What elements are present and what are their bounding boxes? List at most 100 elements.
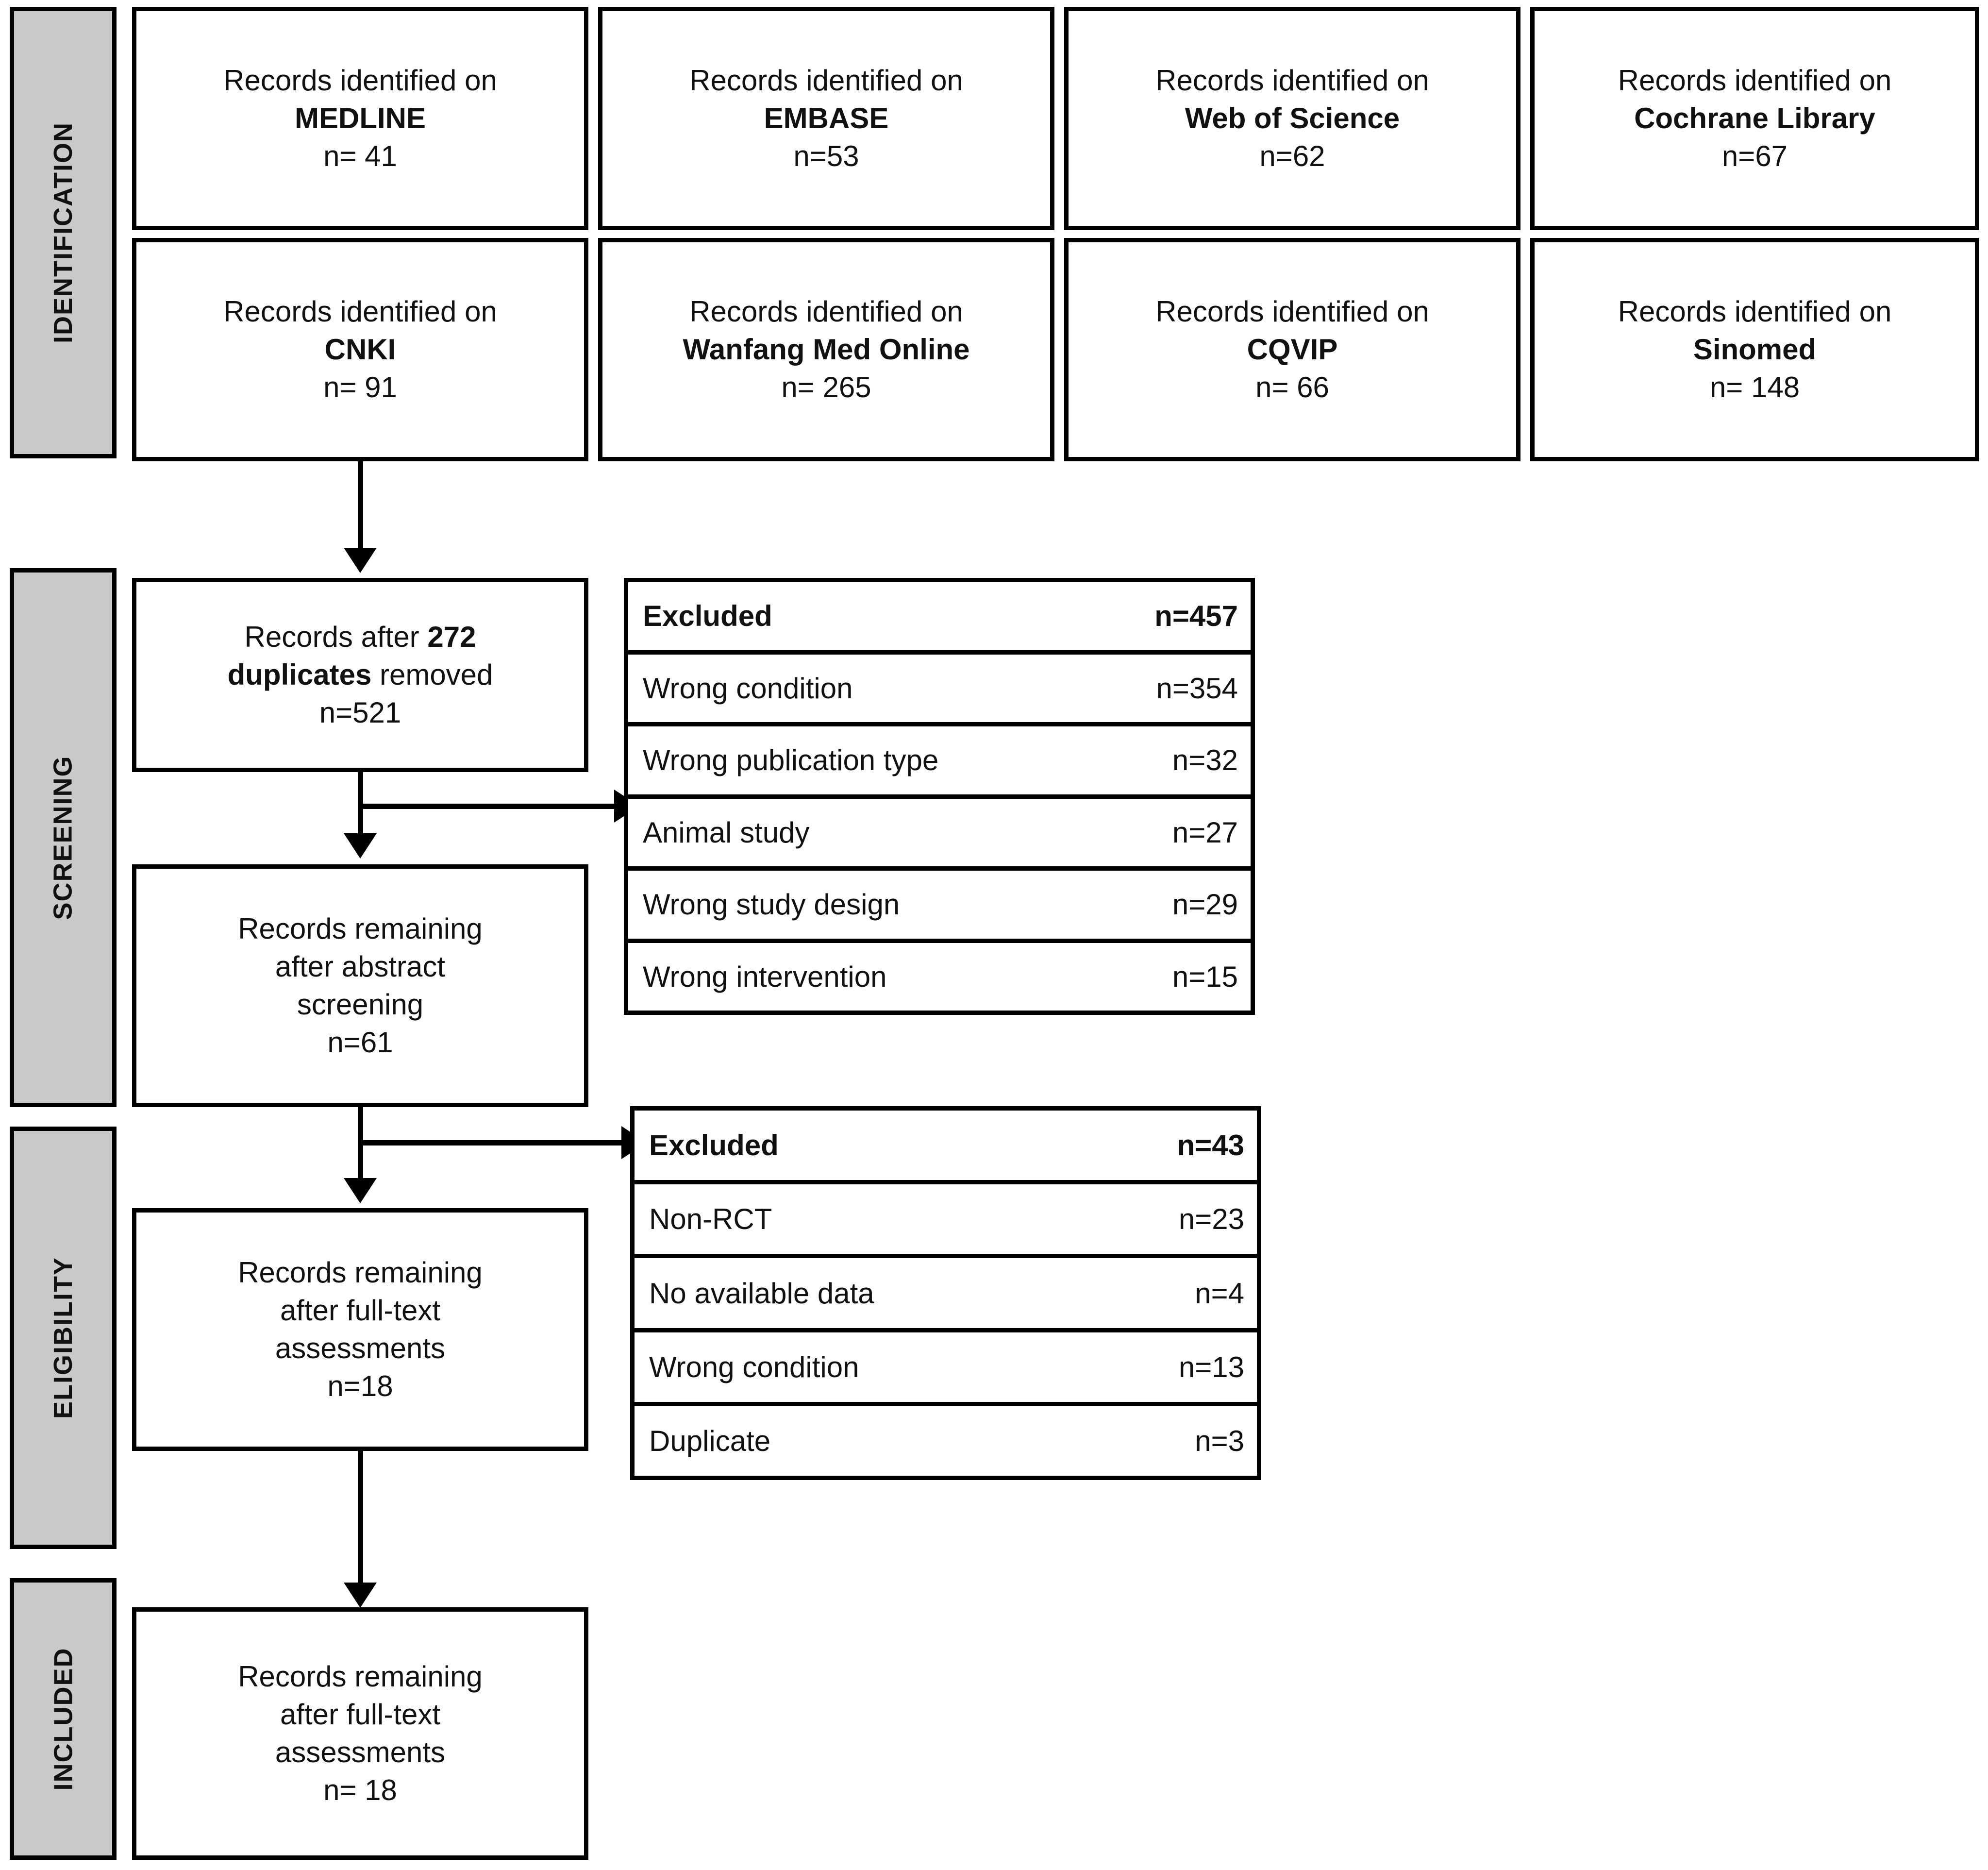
source-box-text: Records identified on Wanfang Med Online… [683, 293, 969, 406]
source-box-text: Records identified on CNKI n= 91 [223, 293, 497, 406]
abstract-screening-box-text: Records remaining after abstract screeni… [238, 910, 483, 1061]
stage-label-identification: IDENTIFICATION [49, 122, 78, 343]
source-database: CQVIP [1247, 333, 1338, 366]
source-box-cqvip: Records identified on CQVIP n= 66 [1064, 238, 1520, 461]
arrow-abstract-to-fulltext [344, 1178, 377, 1203]
included-line2: after full-text [280, 1698, 441, 1731]
source-count: n= 265 [781, 371, 871, 404]
table-row: Duplicate n=3 [635, 1406, 1257, 1476]
stage-label-included: INCLUDED [49, 1647, 78, 1791]
source-count: n= 66 [1255, 371, 1329, 404]
included-final-box: Records remaining after full-text assess… [132, 1607, 588, 1860]
source-database: CNKI [324, 333, 396, 366]
excluded-reason-count: n=4 [1195, 1277, 1244, 1310]
source-box-medline: Records identified on MEDLINE n= 41 [132, 7, 588, 230]
source-prefix: Records identified on [1618, 64, 1892, 97]
excluded-reason-count: n=354 [1156, 672, 1238, 705]
abstract-screening-box: Records remaining after abstract screeni… [132, 864, 588, 1107]
source-box-text: Records identified on Web of Science n=6… [1155, 62, 1429, 175]
excluded-table-eligibility: Excluded n=43 Non-RCT n=23 No available … [630, 1106, 1261, 1480]
excluded-reason-count: n=29 [1172, 888, 1238, 921]
table-row: Wrong intervention n=15 [628, 943, 1251, 1011]
source-box-text: Records identified on Sinomed n= 148 [1618, 293, 1892, 406]
source-box-sinomed: Records identified on Sinomed n= 148 [1530, 238, 1979, 461]
excluded-reason-count: n=13 [1178, 1350, 1244, 1383]
source-prefix: Records identified on [689, 64, 963, 97]
excluded-header-count: n=43 [1177, 1129, 1244, 1162]
included-line1: Records remaining [238, 1660, 483, 1693]
excluded-table-header-row: Excluded n=457 [628, 582, 1251, 655]
source-box-wanfang-med-online: Records identified on Wanfang Med Online… [598, 238, 1054, 461]
dedup-line2-rest: removed [371, 658, 493, 691]
source-prefix: Records identified on [1155, 295, 1429, 328]
excluded-reason-count: n=3 [1195, 1424, 1244, 1457]
excluded-header-label: Excluded [643, 600, 772, 633]
source-box-web-of-science: Records identified on Web of Science n=6… [1064, 7, 1520, 230]
source-prefix: Records identified on [223, 295, 497, 328]
source-database: EMBASE [764, 102, 889, 135]
fulltext-line3: assessments [275, 1332, 446, 1365]
excluded-reason-count: n=23 [1178, 1203, 1244, 1236]
included-line3: assessments [275, 1736, 446, 1769]
connector-abstract-to-excluded-table [360, 1140, 625, 1146]
stage-label-eligibility: ELIGIBILITY [49, 1256, 78, 1419]
fulltext-line2: after full-text [280, 1294, 441, 1327]
excluded-reason-label: Wrong study design [643, 888, 900, 921]
source-count: n= 91 [323, 371, 397, 404]
connector-fulltext-to-included [358, 1451, 363, 1584]
stage-bar-identification: IDENTIFICATION [10, 7, 117, 458]
table-row: Animal study n=27 [628, 799, 1251, 871]
source-prefix: Records identified on [1155, 64, 1429, 97]
excluded-reason-label: Wrong condition [643, 672, 853, 705]
source-count: n=53 [793, 140, 859, 172]
source-prefix: Records identified on [223, 64, 497, 97]
source-count: n=62 [1259, 140, 1325, 172]
source-database: Sinomed [1693, 333, 1817, 366]
dedup-line1-prefix: Records after [244, 621, 428, 653]
dedup-count: n=521 [319, 696, 401, 729]
included-count: n= 18 [323, 1774, 397, 1806]
table-row: No available data n=4 [635, 1258, 1257, 1332]
dedup-line2-bold: duplicates [227, 658, 372, 691]
abstract-line2: after abstract [275, 950, 446, 983]
table-row: Wrong publication type n=32 [628, 726, 1251, 799]
excluded-reason-label: Duplicate [649, 1424, 771, 1457]
source-prefix: Records identified on [1618, 295, 1892, 328]
excluded-table-screening: Excluded n=457 Wrong condition n=354 Wro… [624, 578, 1255, 1015]
excluded-header-count: n=457 [1154, 600, 1238, 633]
abstract-count: n=61 [327, 1026, 393, 1059]
abstract-line3: screening [297, 988, 424, 1021]
dedup-box: Records after 272 duplicates removed n=5… [132, 578, 588, 772]
source-database: MEDLINE [294, 102, 426, 135]
dedup-duplicates-count: 272 [427, 621, 476, 653]
source-database: Cochrane Library [1634, 102, 1875, 135]
abstract-line1: Records remaining [238, 912, 483, 945]
excluded-reason-label: No available data [649, 1277, 874, 1310]
excluded-reason-label: Wrong condition [649, 1350, 859, 1383]
stage-bar-eligibility: ELIGIBILITY [10, 1127, 117, 1549]
source-box-text: Records identified on MEDLINE n= 41 [223, 62, 497, 175]
source-box-text: Records identified on Cochrane Library n… [1618, 62, 1892, 175]
source-database: Web of Science [1185, 102, 1400, 135]
excluded-reason-count: n=32 [1172, 744, 1238, 777]
source-box-text: Records identified on EMBASE n=53 [689, 62, 963, 175]
source-count: n=67 [1721, 140, 1788, 172]
table-row: Non-RCT n=23 [635, 1184, 1257, 1259]
source-database: Wanfang Med Online [683, 333, 970, 366]
fulltext-assessment-box: Records remaining after full-text assess… [132, 1208, 588, 1451]
fulltext-assessment-box-text: Records remaining after full-text assess… [238, 1254, 483, 1405]
fulltext-line1: Records remaining [238, 1256, 483, 1289]
source-count: n= 148 [1709, 371, 1800, 404]
source-box-embase: Records identified on EMBASE n=53 [598, 7, 1054, 230]
included-final-box-text: Records remaining after full-text assess… [238, 1658, 483, 1809]
excluded-reason-label: Animal study [643, 816, 810, 849]
source-count: n= 41 [323, 140, 397, 172]
table-row: Wrong study design n=29 [628, 871, 1251, 943]
fulltext-count: n=18 [327, 1370, 393, 1402]
source-prefix: Records identified on [689, 295, 963, 328]
arrow-fulltext-to-included [344, 1583, 377, 1608]
connector-dedup-to-excluded-table [360, 804, 618, 809]
source-box-cochrane-library: Records identified on Cochrane Library n… [1530, 7, 1979, 230]
excluded-reason-label: Wrong publication type [643, 744, 939, 777]
